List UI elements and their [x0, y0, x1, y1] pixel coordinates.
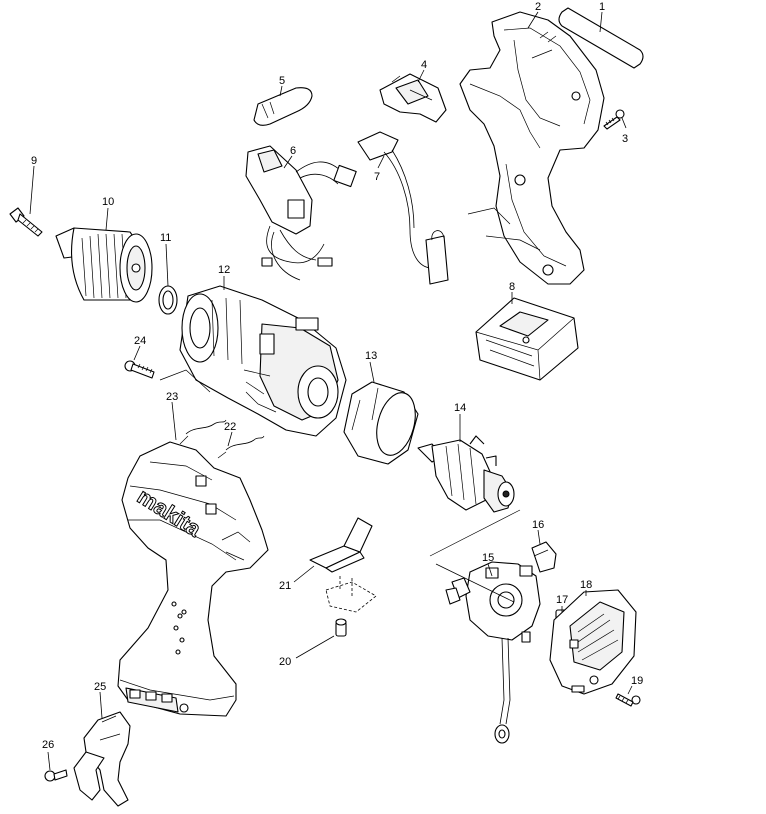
part-14-armature [417, 435, 515, 513]
part-10-keyless-chuck [55, 227, 153, 303]
callout-5: 5 [279, 75, 285, 87]
callout-18: 18 [580, 579, 592, 591]
callout-26: 26 [42, 739, 54, 751]
callout-13: 13 [365, 350, 377, 362]
part-16-carbon-brush [531, 541, 557, 573]
callout-25: 25 [94, 681, 106, 693]
callout-1: 1 [599, 1, 605, 13]
callout-14: 14 [454, 402, 466, 414]
callout-leaders [29, 11, 633, 771]
part-24-screw [124, 360, 155, 379]
callout-3: 3 [622, 133, 628, 145]
part-21-bracket [309, 517, 373, 573]
part-4-switch-lever [379, 73, 447, 123]
callout-10: 10 [102, 196, 114, 208]
callout-22: 22 [224, 421, 236, 433]
part-12-gear-assembly [179, 285, 347, 437]
part-26-screw [44, 769, 68, 782]
callout-17: 17 [556, 594, 568, 606]
part-13-magnet-housing [343, 381, 419, 465]
callout-4: 4 [421, 59, 427, 71]
part-11-washer [158, 285, 178, 315]
assembly-guide-lines [159, 369, 521, 603]
callout-8: 8 [509, 281, 515, 293]
part-25-belt-hook [73, 711, 131, 807]
part-19-screw [615, 693, 641, 707]
callout-9: 9 [31, 155, 37, 167]
part-5-switch-button [253, 87, 313, 126]
callout-12: 12 [218, 264, 230, 276]
part-18-rear-cover [549, 589, 637, 695]
callout-2: 2 [535, 1, 541, 13]
part-1-label-plate [558, 7, 644, 69]
part-22-spring-clips [179, 419, 265, 459]
callout-numbers: 1 2 3 4 5 6 7 8 9 10 11 12 13 14 15 16 1… [31, 1, 643, 751]
callout-24: 24 [134, 335, 146, 347]
callout-16: 16 [532, 519, 544, 531]
part-7-led-wire-assembly [357, 131, 449, 285]
callout-15: 15 [482, 552, 494, 564]
part-6-switch-assembly [245, 145, 357, 281]
callout-20: 20 [279, 656, 291, 668]
callout-7: 7 [374, 171, 380, 183]
callout-23: 23 [166, 391, 178, 403]
part-23-housing-half: makita [117, 441, 269, 717]
callout-21: 21 [279, 580, 291, 592]
part-15-brush-holder [445, 561, 541, 744]
part-2-housing-half [459, 11, 605, 285]
part-20-pin [325, 576, 377, 637]
part-3-screw [603, 109, 625, 130]
part-8-switch-housing [475, 297, 579, 381]
callout-11: 11 [160, 232, 171, 244]
callout-19: 19 [631, 675, 643, 687]
callout-6: 6 [290, 145, 296, 157]
part-9-bolt [9, 207, 43, 237]
